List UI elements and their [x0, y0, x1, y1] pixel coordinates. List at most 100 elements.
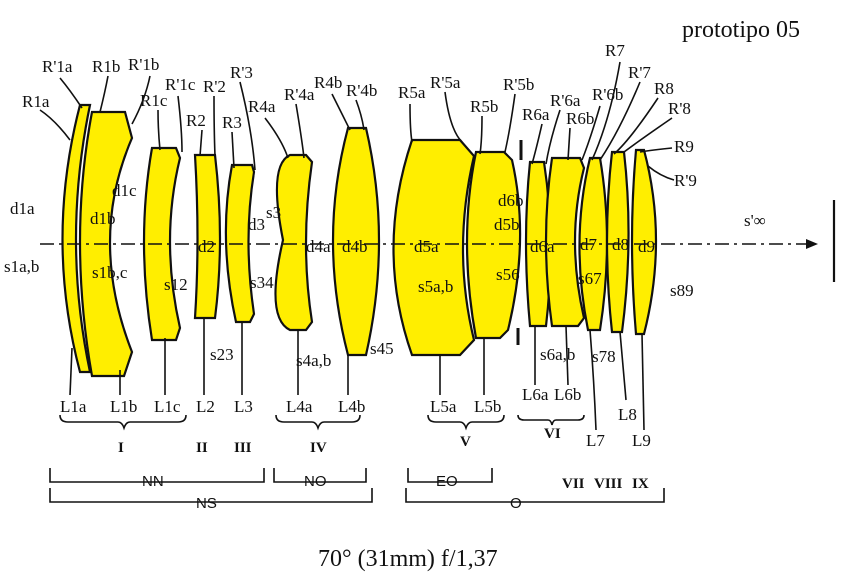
label-L9: L9: [632, 431, 651, 450]
numeral-VI: VI: [544, 426, 561, 442]
subgroup-NO: NO: [304, 473, 327, 490]
label-s12: s12: [164, 275, 188, 294]
label-R9-prime: R'9: [674, 171, 697, 190]
label-s34: s34: [250, 273, 274, 292]
lens-L4a: [274, 153, 314, 332]
label-d5a: d5a: [414, 237, 439, 256]
label-s3: s3: [266, 203, 281, 222]
label-R6b: R6b: [566, 109, 594, 128]
thickness-labels: d1a d1b d1c d2 d3 d4a d4b d5a d5b d6a d6…: [10, 181, 655, 256]
label-L4a: L4a: [286, 397, 313, 416]
element-labels: L1a L1b L1c L2 L3 L4a L4b L5a L5b L6a L6…: [60, 385, 651, 450]
label-L5a: L5a: [430, 397, 457, 416]
label-R2-prime: R'2: [203, 77, 226, 96]
label-d4a: d4a: [306, 237, 331, 256]
label-d4b: d4b: [342, 237, 368, 256]
radius-leaders: [39, 61, 675, 181]
axis-arrow-icon: [806, 239, 818, 249]
label-L3: L3: [234, 397, 253, 416]
label-s6ab: s6a,b: [540, 345, 575, 364]
label-s-infinity: s'∞: [744, 211, 766, 230]
label-R5a-prime: R'5a: [430, 73, 461, 92]
lens-L8: [605, 150, 630, 334]
label-L4b: L4b: [338, 397, 365, 416]
label-s1bc: s1b,c: [92, 263, 128, 282]
label-R5b: R5b: [470, 97, 498, 116]
label-R4a-prime: R'4a: [284, 85, 315, 104]
label-s4ab: s4a,b: [296, 351, 331, 370]
lens-L5b: [465, 150, 522, 340]
label-R8: R8: [654, 79, 674, 98]
label-R1a-prime: R'1a: [42, 57, 73, 76]
label-R4b-prime: R'4b: [346, 81, 377, 100]
label-d6a: d6a: [530, 237, 555, 256]
subgroup-EO: EO: [436, 473, 458, 490]
label-R1c-prime: R'1c: [165, 75, 196, 94]
label-R9: R9: [674, 137, 694, 156]
label-s1ab: s1a,b: [4, 257, 39, 276]
group-brackets: [49, 414, 665, 503]
numeral-V: V: [460, 434, 471, 450]
label-R7-prime: R'7: [628, 63, 651, 82]
label-s56: s56: [496, 265, 520, 284]
label-L8: L8: [618, 405, 637, 424]
label-R1b: R1b: [92, 57, 120, 76]
label-R4b: R4b: [314, 73, 342, 92]
label-R5a: R5a: [398, 83, 426, 102]
label-R1a: R1a: [22, 92, 50, 111]
subgroup-NN: NN: [142, 473, 164, 490]
label-R5b-prime: R'5b: [503, 75, 534, 94]
radius-labels: R1a R'1a R1b R'1b R1c R'1c R2 R'2 R3 R'3…: [22, 41, 697, 190]
label-s5ab: s5a,b: [418, 277, 453, 296]
label-d1b: d1b: [90, 209, 116, 228]
label-R6a-prime: R'6a: [550, 91, 581, 110]
numeral-II: II: [196, 440, 208, 456]
label-s78: s78: [592, 347, 616, 366]
lens-L4b: [331, 126, 381, 357]
label-d2: d2: [198, 237, 215, 256]
numeral-IX: IX: [632, 476, 649, 492]
label-L5b: L5b: [474, 397, 501, 416]
label-d1c: d1c: [112, 181, 137, 200]
label-s89: s89: [670, 281, 694, 300]
numeral-III: III: [234, 440, 252, 456]
label-s23: s23: [210, 345, 234, 364]
label-d6b: d6b: [498, 191, 524, 210]
label-R4a: R4a: [248, 97, 276, 116]
page-title: prototipo 05: [682, 17, 800, 43]
caption: 70° (31mm) f/1,37: [318, 546, 498, 572]
label-d1a: d1a: [10, 199, 35, 218]
lens-L2: [193, 153, 222, 320]
label-d3: d3: [248, 215, 265, 234]
label-L1a: L1a: [60, 397, 87, 416]
label-L6b: L6b: [554, 385, 581, 404]
label-L6a: L6a: [522, 385, 549, 404]
label-d9: d9: [638, 237, 655, 256]
supergroup-NS: NS: [196, 495, 217, 512]
label-L1b: L1b: [110, 397, 137, 416]
label-R6b-prime: R'6b: [592, 85, 623, 104]
label-R2: R2: [186, 111, 206, 130]
numeral-VIII: VIII: [594, 476, 623, 492]
label-R1b-prime: R'1b: [128, 55, 159, 74]
label-R3-prime: R'3: [230, 63, 253, 82]
label-d8: d8: [612, 235, 629, 254]
group-labels: NN NO EO NS O: [142, 473, 522, 512]
label-s67: s67: [578, 269, 602, 288]
label-R6a: R6a: [522, 105, 550, 124]
label-R8-prime: R'8: [668, 99, 691, 118]
label-R3: R3: [222, 113, 242, 132]
label-R7: R7: [605, 41, 625, 60]
lens-elements: [61, 103, 658, 378]
lens-L9: [630, 148, 658, 336]
label-d7: d7: [580, 235, 598, 254]
lens-L1a: [61, 103, 92, 374]
element-leaders: [69, 318, 645, 431]
numeral-VII: VII: [562, 476, 585, 492]
label-L2: L2: [196, 397, 215, 416]
label-R1c: R1c: [140, 91, 168, 110]
supergroup-O: O: [510, 495, 522, 512]
lens-L5a: [392, 138, 476, 357]
group-numerals: I II III IV V VI VII VIII IX: [118, 426, 649, 492]
label-L7: L7: [586, 431, 605, 450]
